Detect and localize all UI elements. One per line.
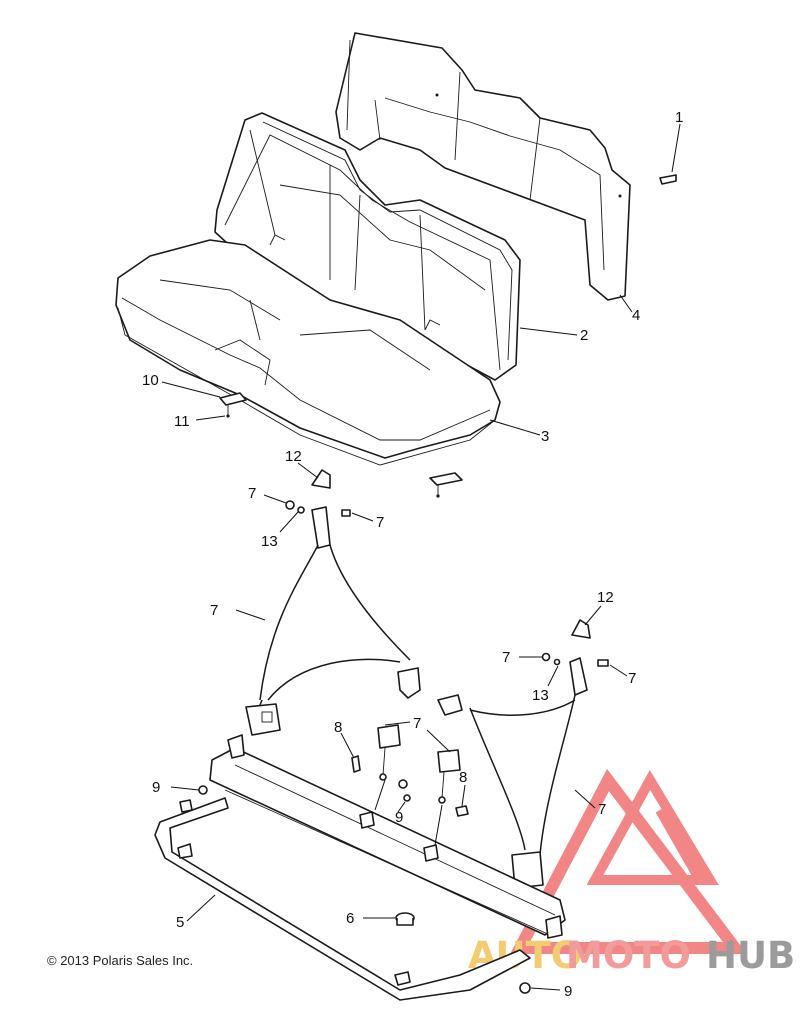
part-seat-bottom (115, 239, 501, 466)
part-seat-back (214, 112, 521, 381)
part-bracket-right (429, 472, 463, 498)
part-left-seatbelt (245, 544, 421, 736)
callout-7-right-belt: 7 (598, 801, 606, 818)
callout-7-lower-nut: 7 (502, 649, 510, 666)
part-bracket-left (219, 392, 247, 418)
callout-9-center: 9 (395, 809, 403, 826)
callout-7-upper-bolt: 7 (376, 514, 384, 531)
part-upper-belt-hardware (285, 500, 351, 549)
callout-2: 2 (580, 327, 588, 344)
callout-3: 3 (541, 428, 549, 445)
part-seat-frame (154, 734, 566, 1001)
leader-lines (161, 123, 681, 991)
callout-12-lower: 12 (597, 589, 614, 606)
part-screw (659, 174, 677, 185)
part-back-panel (335, 32, 631, 301)
callout-5: 5 (176, 914, 184, 931)
callout-1: 1 (675, 109, 683, 126)
part-bumper (395, 912, 415, 926)
callout-7-left-belt: 7 (210, 602, 218, 619)
watermark-moto: MOTO (566, 934, 691, 977)
callout-4: 4 (632, 307, 640, 324)
callout-8-right: 8 (459, 769, 467, 786)
part-center-buckles (351, 724, 469, 817)
callout-7-upper-nut: 7 (248, 485, 256, 502)
callout-7-lower-bolt: 7 (628, 670, 636, 687)
callout-9-bottom: 9 (564, 983, 572, 1000)
callout-8-left: 8 (334, 719, 342, 736)
callout-10: 10 (142, 372, 159, 389)
callout-7-center-buckle: 7 (413, 715, 421, 732)
callout-13-lower: 13 (532, 687, 549, 704)
callout-labels: 1 2 3 4 5 6 7 7 7 7 7 7 7 8 8 9 9 9 10 1… (142, 109, 683, 1000)
watermark-triangle-logo (510, 768, 748, 954)
callout-13-upper: 13 (261, 533, 278, 550)
part-anchor-plate-upper (311, 469, 331, 489)
callout-6: 6 (346, 910, 354, 927)
watermark-hub: HUB (706, 934, 795, 977)
part-right-seatbelt (437, 652, 609, 889)
callout-11: 11 (174, 413, 190, 430)
callout-9-left: 9 (152, 779, 160, 796)
callout-12-upper: 12 (285, 448, 302, 465)
copyright-notice: © 2013 Polaris Sales Inc. (47, 953, 194, 968)
